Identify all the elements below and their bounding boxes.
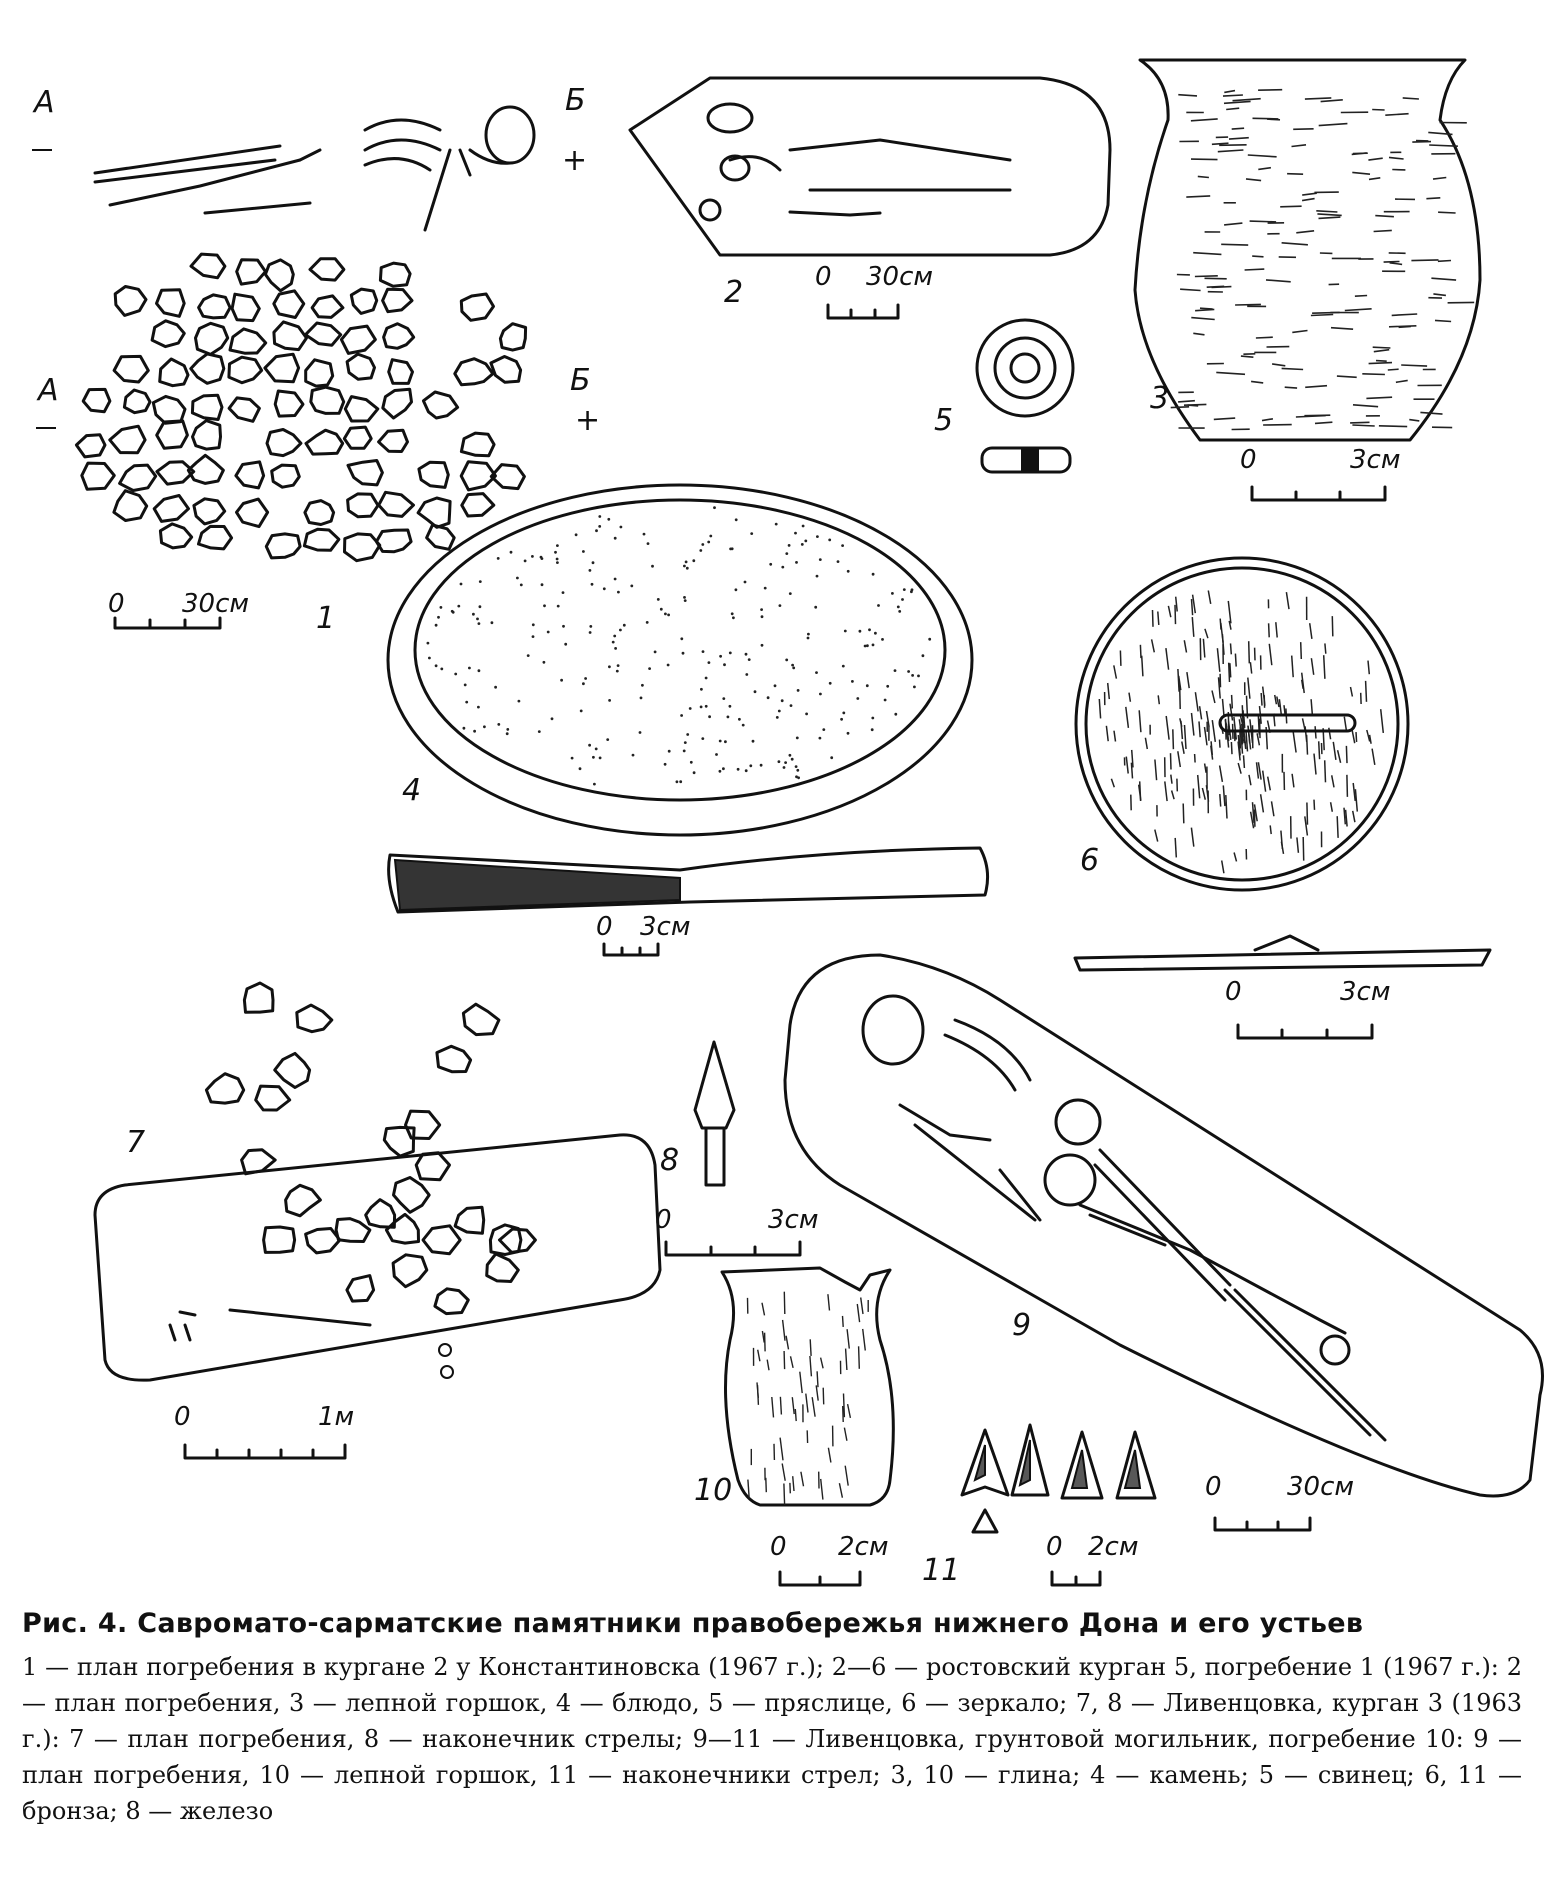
fig7-stones xyxy=(204,981,537,1316)
scale-fig9-unit: 30см xyxy=(1287,1472,1354,1502)
fig2-burial-plan: 2 0 30см xyxy=(628,76,1112,320)
fig1-stone-mound xyxy=(74,252,528,563)
fig2-spindle-whorl xyxy=(698,198,722,222)
fig6-mirror-texture xyxy=(1098,590,1385,874)
caption-body: 1 — план погребения в кургане 2 у Конста… xyxy=(22,1653,1522,1825)
plus-mid: + xyxy=(575,403,600,438)
fig9-grave-outline xyxy=(783,953,1544,1498)
label-a-mid: А xyxy=(36,373,59,408)
plus-top: + xyxy=(562,143,587,178)
fig9-skeleton xyxy=(861,994,1387,1442)
label-4: 4 xyxy=(402,773,421,808)
label-10: 10 xyxy=(694,1473,732,1508)
fig10-hand-made-pot: 10 0 2см xyxy=(694,1266,895,1587)
label-9: 9 xyxy=(1012,1308,1031,1343)
figure-plate: А Б + А Б + 0 30см 1 2 xyxy=(32,58,1544,1588)
scale-fig6: 0 3см xyxy=(1225,977,1390,1040)
fig4-dish-texture xyxy=(426,506,932,786)
scale-fig7: 0 1м xyxy=(174,1402,354,1460)
label-b-top: Б xyxy=(565,83,586,118)
fig6-mirror-profile xyxy=(1073,934,1492,972)
fig5-spindle-whorl: 5 xyxy=(934,318,1075,474)
fig2-grave-outline xyxy=(628,76,1112,257)
label-3: 3 xyxy=(1150,381,1169,416)
scale-fig7-zero: 0 xyxy=(174,1402,191,1432)
scale-fig3-zero: 0 xyxy=(1240,445,1257,475)
scale-fig8-zero: 0 xyxy=(655,1205,672,1235)
label-2: 2 xyxy=(724,275,743,310)
label-b-mid: Б xyxy=(570,363,591,398)
scale-fig1: 0 30см xyxy=(108,589,249,630)
fig1-burial-plan: А Б + А Б + 0 30см 1 xyxy=(32,83,600,636)
fig3-pot-texture xyxy=(1170,88,1475,431)
scale-fig1-unit: 30см xyxy=(182,589,249,619)
fig4-stone-dish: 4 0 3см xyxy=(386,483,990,957)
scale-fig2-zero: 0 xyxy=(815,262,832,292)
label-5: 5 xyxy=(934,403,953,438)
scale-fig11-unit: 2см xyxy=(1088,1532,1138,1562)
scale-fig2-unit: 30см xyxy=(866,262,933,292)
label-8: 8 xyxy=(660,1143,679,1178)
scale-fig1-zero: 0 xyxy=(108,589,125,619)
figure-caption: Рис. 4. Савромато-сарматские памятники п… xyxy=(22,1608,1522,1829)
scale-fig11-zero: 0 xyxy=(1046,1532,1063,1562)
scale-fig9-zero: 0 xyxy=(1205,1472,1222,1502)
scale-fig6-zero: 0 xyxy=(1225,977,1242,1007)
fig10-pot-texture xyxy=(746,1291,869,1505)
fig1-skeleton xyxy=(93,105,536,232)
label-7: 7 xyxy=(126,1125,145,1160)
label-1: 1 xyxy=(316,601,335,636)
fig3-hand-made-pot: 3 0 3см xyxy=(1133,58,1482,502)
fig9-burial-plan: 9 0 30см xyxy=(783,953,1544,1532)
fig4-dish-profile xyxy=(387,846,990,914)
scale-fig7-unit: 1м xyxy=(318,1402,354,1432)
scale-fig4-zero: 0 xyxy=(596,912,613,942)
caption-title: Рис. 4. Савромато-сарматские памятники п… xyxy=(22,1608,1364,1639)
scale-fig10-zero: 0 xyxy=(770,1532,787,1562)
fig2-vessel xyxy=(706,102,754,134)
scale-fig3-unit: 3см xyxy=(1350,445,1400,475)
fig7-burial-plan: 7 0 1м xyxy=(93,981,662,1460)
label-6: 6 xyxy=(1080,843,1099,878)
fig8-iron-arrowhead: 8 0 3см xyxy=(655,1040,818,1257)
scale-fig4: 0 3см xyxy=(596,912,690,957)
scale-fig2: 0 30см xyxy=(815,262,933,320)
scale-fig3: 0 3см xyxy=(1240,445,1400,502)
label-a-top: А xyxy=(32,85,55,120)
fig6-bronze-mirror: 6 0 3см xyxy=(1073,556,1492,1040)
fig7-grave-outline xyxy=(93,1133,662,1382)
scale-fig8-unit: 3см xyxy=(768,1205,818,1235)
scale-fig8: 0 3см xyxy=(655,1205,818,1257)
scale-fig9: 0 30см xyxy=(1205,1472,1354,1532)
scale-fig10: 0 2см xyxy=(770,1532,888,1587)
scale-fig6-unit: 3см xyxy=(1340,977,1390,1007)
scale-fig11: 0 2см xyxy=(1046,1532,1138,1587)
scale-fig10-unit: 2см xyxy=(838,1532,888,1562)
fig11-bronze-arrowheads: 11 0 2см xyxy=(922,1423,1157,1588)
scale-fig4-unit: 3см xyxy=(640,912,690,942)
label-11: 11 xyxy=(922,1553,960,1588)
